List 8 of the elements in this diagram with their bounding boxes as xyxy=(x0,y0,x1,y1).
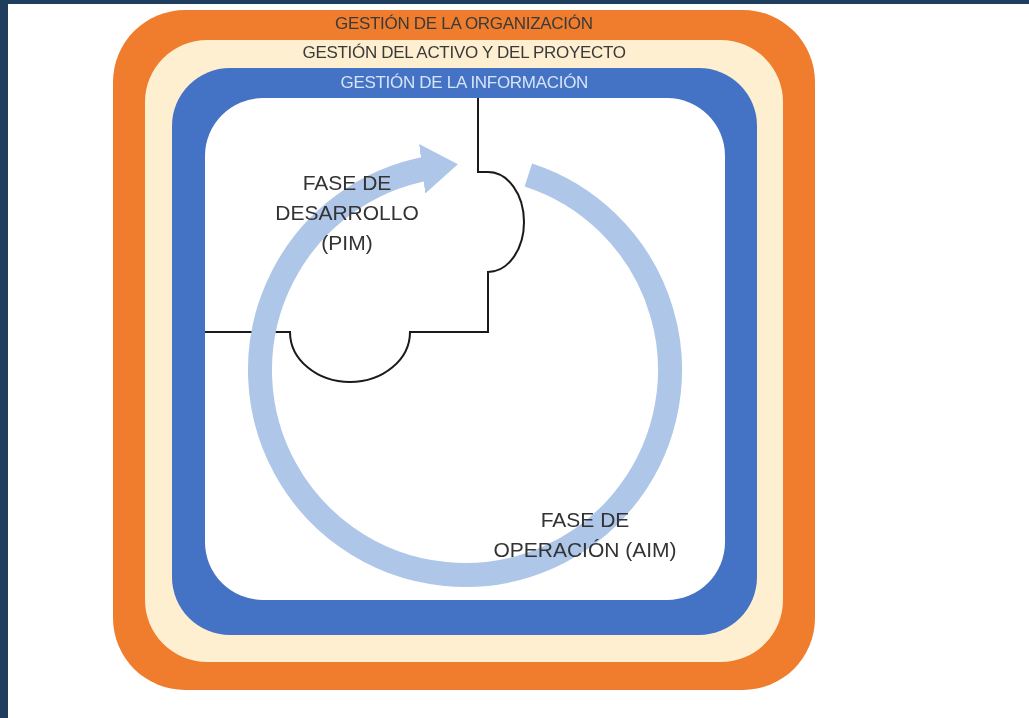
band-title: GESTIÓN DE LA INFORMACIÓN xyxy=(340,73,589,93)
asset-project-band xyxy=(145,40,783,662)
information-band xyxy=(172,68,757,635)
organization-band xyxy=(113,10,815,690)
phase-label: FASE DE OPERACIÓN (AIM) xyxy=(490,505,680,565)
band-title: GESTIÓN DEL ACTIVO Y DEL PROYECTO xyxy=(302,43,626,63)
phase-label: FASE DE DESARROLLO (PIM) xyxy=(252,168,442,258)
band-title: GESTIÓN DE LA ORGANIZACIÓN xyxy=(335,14,593,34)
